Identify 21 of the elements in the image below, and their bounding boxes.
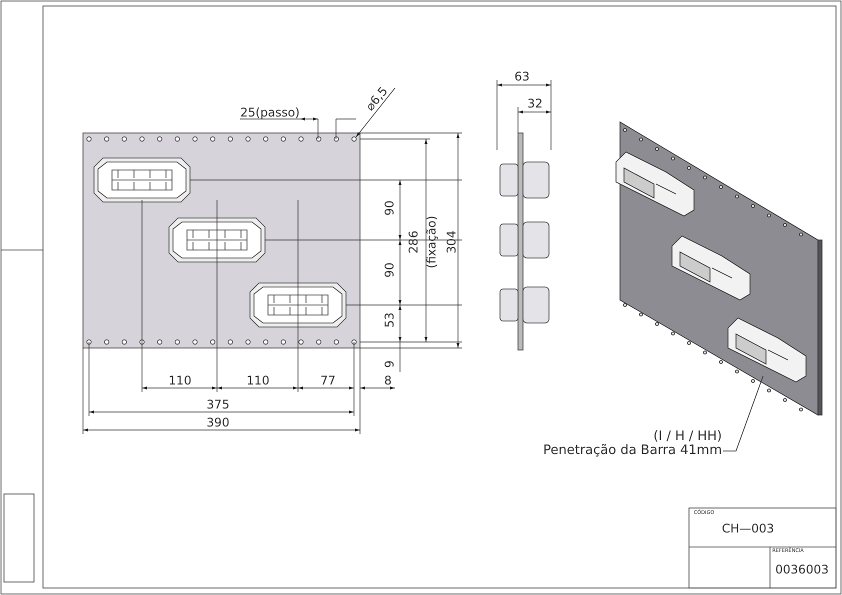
dimension-label: 8 bbox=[384, 374, 392, 388]
dimension-label: 77 bbox=[320, 374, 336, 388]
dimension-label: 90 bbox=[384, 262, 396, 278]
dimension-label: 375 bbox=[206, 398, 230, 412]
dimension-label: 9 bbox=[384, 360, 396, 368]
dimension-label: 110 bbox=[168, 374, 192, 388]
dimension-label: 32 bbox=[527, 98, 543, 110]
dimension-label: (fixação) bbox=[426, 216, 438, 268]
reference-number: 0036003 bbox=[775, 564, 829, 576]
callout-text: (I / H / HH) bbox=[652, 430, 722, 444]
callout-text: Penetração da Barra 41mm bbox=[543, 444, 722, 458]
dimension-label: 390 bbox=[206, 416, 230, 430]
dimension-label: 53 bbox=[384, 312, 396, 328]
drawing-code: CH—003 bbox=[722, 522, 774, 536]
dimension-label: 286 bbox=[408, 230, 420, 254]
bar-opening-drawing bbox=[728, 318, 806, 382]
dimension-label: 304 bbox=[446, 230, 458, 254]
dimension-label: 63 bbox=[514, 70, 530, 84]
dimension-label: 25(passo) bbox=[240, 106, 300, 120]
dimension-label: 90 bbox=[384, 200, 396, 216]
dimension-label: 110 bbox=[246, 374, 270, 388]
